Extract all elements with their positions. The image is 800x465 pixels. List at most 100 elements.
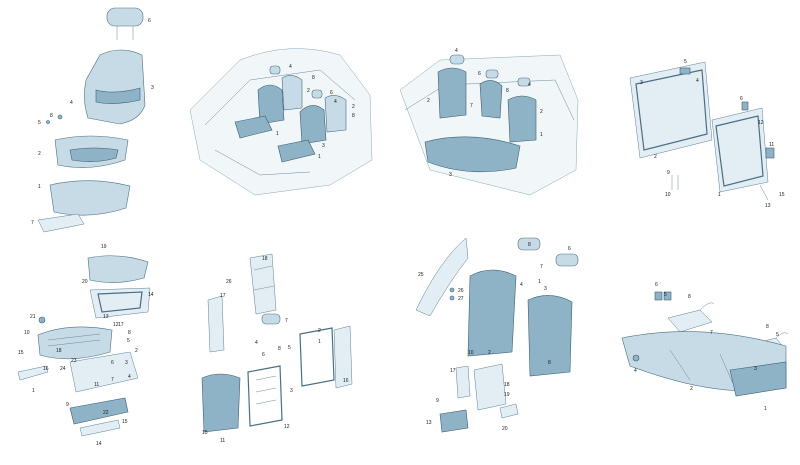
backrest-mechanism — [249, 253, 277, 315]
panel-seat-base-mechanism[interactable]: 19 20 14 21 10 13 12 17 8 15 18 24 5 23 … — [17, 244, 154, 447]
panel-front-seats-vehicle[interactable]: 4 8 2 6 4 2 8 3 1 1 — [189, 48, 373, 196]
callout-label: 26 — [226, 279, 232, 285]
rear-backrest-small — [527, 295, 573, 377]
callout-label: 12 — [284, 424, 290, 430]
rear-bench-cushion — [424, 136, 521, 173]
callout-label: 14 — [148, 292, 154, 298]
mat-sensor-left — [667, 309, 713, 333]
callout-label: 13 — [103, 314, 109, 320]
callout-label: 11 — [769, 142, 774, 148]
callout-label: 4 — [289, 64, 292, 70]
backrest-frame-inner — [247, 365, 283, 427]
callout-label: 1 — [276, 131, 279, 137]
callout-label: 6 — [111, 360, 114, 366]
callout-label: 2 — [38, 151, 41, 157]
callout-label: 5 — [684, 59, 687, 65]
callout-label: 11 — [220, 438, 225, 444]
vehicle-body — [189, 48, 373, 196]
seat-cushion-lower — [49, 180, 131, 216]
part-labels: 6 4 3 8 5 2 1 7 — [31, 18, 154, 226]
callout-label: 4 — [634, 368, 637, 374]
callout-label: 4 — [334, 99, 337, 105]
part-labels: 25 8 6 26 27 7 3 1 4 2 8 10 17 18 19 9 1… — [418, 242, 571, 432]
callout-label: 16 — [43, 366, 49, 372]
callout-label: 8 — [766, 324, 769, 330]
callout-label: 4 — [528, 82, 531, 88]
callout-label: 5 — [288, 345, 291, 351]
callout-label: 20 — [82, 279, 88, 285]
callout-label: 19 — [504, 392, 510, 398]
callout-label: 26 — [458, 288, 464, 294]
callout-label: 2 — [427, 98, 430, 104]
callout-label: 1 — [32, 388, 35, 394]
callout-label: 5 — [776, 332, 779, 338]
callout-label: 10 — [24, 330, 30, 336]
callout-label: 20 — [502, 426, 508, 432]
callout-label: 7 — [285, 318, 288, 324]
callout-label: 1 — [540, 132, 543, 138]
callout-label: 1 — [538, 279, 541, 285]
callout-label: 10 — [468, 350, 474, 356]
callout-label: 25 — [418, 272, 424, 278]
callout-label: 2 — [540, 109, 543, 115]
rear-backrest-right — [507, 95, 537, 143]
callout-label: 13 — [426, 420, 432, 426]
rear-backrest-large — [467, 269, 517, 357]
callout-label: 2 — [690, 386, 693, 392]
callout-label: 10 — [665, 192, 671, 198]
rear-panel — [333, 325, 353, 389]
panel-rear-seats-vehicle[interactable]: 4 6 4 2 8 7 2 1 3 — [399, 48, 579, 196]
callout-label: 4 — [520, 282, 523, 288]
callout-label: 6 — [655, 282, 658, 288]
callout-label: 3 — [449, 172, 452, 178]
callout-label: 4 — [455, 48, 458, 54]
callout-label: 9 — [66, 402, 69, 408]
callout-label: 8 — [548, 360, 551, 366]
panel-rear-backrests-covers[interactable]: 25 8 6 26 27 7 3 1 4 2 8 10 17 18 19 9 1… — [415, 237, 579, 433]
left-seat-backrest — [257, 84, 285, 125]
cushion-frame — [89, 287, 151, 319]
callout-label: 2 — [307, 88, 310, 94]
callout-label: 16 — [343, 378, 349, 384]
trim-cover — [69, 397, 129, 425]
callout-label: 18 — [56, 348, 62, 354]
callout-label: 3 — [125, 360, 128, 366]
callout-label: 3 — [754, 366, 757, 372]
backrest-cover-left — [201, 373, 241, 433]
panel-rear-bench-cushion[interactable]: 6 5 8 8 5 7 3 4 2 1 — [621, 282, 789, 412]
callout-label: 8 — [688, 294, 691, 300]
callout-label: 5 — [127, 338, 130, 344]
panel-rear-backrest-frames[interactable]: 5 4 3 2 6 1 12 11 9 10 13 15 — [629, 59, 785, 209]
cushion-upper — [87, 255, 149, 283]
callout-label: 1 — [764, 406, 767, 412]
callout-label: 1 — [318, 154, 321, 160]
callout-label: 12 — [758, 120, 764, 126]
callout-label: 4 — [696, 78, 699, 84]
panel-front-seat[interactable]: 6 4 3 8 5 2 1 7 — [31, 7, 154, 233]
callout-label: 2 — [318, 328, 321, 334]
armrest — [473, 363, 507, 411]
callout-label: 18 — [262, 256, 268, 262]
side-trim — [415, 237, 469, 317]
headrest — [106, 7, 144, 40]
callout-label: 24 — [60, 366, 66, 372]
callout-label: 1 — [38, 184, 41, 190]
callout-label: 4 — [128, 374, 131, 380]
callout-label: 3 — [290, 388, 293, 394]
callout-label: 3 — [544, 286, 547, 292]
callout-label: 8 — [128, 330, 131, 336]
callout-label: 15 — [202, 430, 208, 436]
callout-label: 4 — [70, 100, 73, 106]
callout-label: 7 — [710, 330, 713, 336]
callout-label: 15 — [122, 419, 128, 425]
callout-label: 8 — [50, 113, 53, 119]
seat-backrest — [84, 49, 146, 125]
panel-backrest-frame[interactable]: 18 26 17 7 4 6 2 1 8 5 16 3 12 11 15 — [201, 253, 353, 444]
callout-label: 8 — [312, 75, 315, 81]
callout-label: 7 — [31, 220, 34, 226]
callout-label: 22 — [103, 410, 109, 416]
cupholder — [439, 409, 469, 433]
seat-pad — [37, 213, 85, 233]
callout-label: 8 — [352, 113, 355, 119]
